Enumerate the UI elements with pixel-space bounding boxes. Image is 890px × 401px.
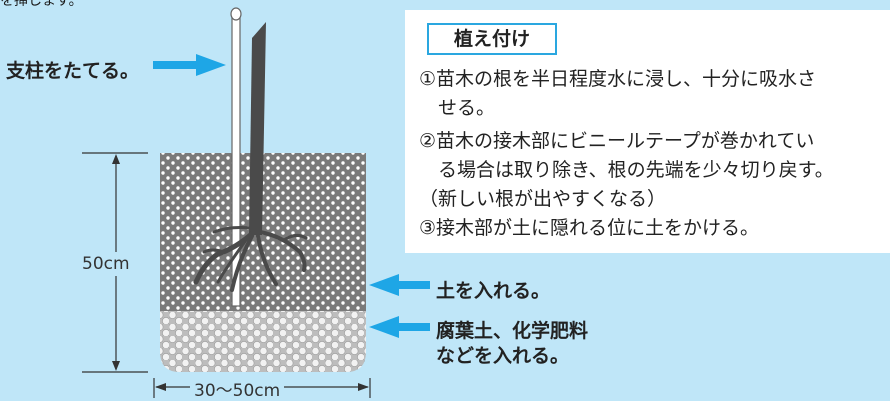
compost-arrow-icon xyxy=(369,316,430,338)
instructions-panel: 植え付け ①苗木の根を半日程度水に浸し、十分に吸水さ せる。 ②苗木の接木部にビ… xyxy=(405,10,890,253)
step-2-line-3: （新しい根が出やすくなる） xyxy=(419,188,667,210)
step-3-line-1: ③接木部が土に隠れる位に土をかける。 xyxy=(419,217,760,239)
soil-arrow-icon xyxy=(369,274,430,296)
soil-label: 土を入れる。 xyxy=(436,280,551,302)
step-2: ②苗木の接木部にビニールテープが巻かれてい る場合は取り除き、根の先端を少々切り… xyxy=(419,127,834,214)
compost-label-line1: 腐葉土、化学肥料 xyxy=(436,320,589,342)
cut-off-text: を挿します。 xyxy=(0,0,83,9)
compost-label-line2: などを入れる。 xyxy=(436,345,570,367)
step-1-line-1: ①苗木の根を半日程度水に浸し、十分に吸水さ xyxy=(419,68,817,90)
seedling-roots xyxy=(193,226,308,292)
pole-arrow-icon xyxy=(153,54,226,76)
step-2-line-1: ②苗木の接木部にビニールテープが巻かれてい xyxy=(419,130,815,152)
pole-label: 支柱をたてる。 xyxy=(6,60,140,82)
step-2-line-2: る場合は取り除き、根の先端を少々切り戻す。 xyxy=(419,159,834,181)
compost-layer xyxy=(160,311,366,372)
step-3: ③接木部が土に隠れる位に土をかける。 xyxy=(419,214,759,243)
instructions-title: 植え付け xyxy=(427,23,557,55)
height-dimension-label: 50cm xyxy=(82,252,130,276)
width-dimension-label: 30〜50cm xyxy=(190,376,285,401)
support-pole-top xyxy=(230,7,242,21)
step-1-line-2: せる。 xyxy=(419,97,496,119)
seedling-trunk xyxy=(249,22,266,235)
step-1: ①苗木の根を半日程度水に浸し、十分に吸水さ せる。 xyxy=(419,65,816,123)
compost-label: 腐葉土、化学肥料 などを入れる。 xyxy=(436,319,588,369)
